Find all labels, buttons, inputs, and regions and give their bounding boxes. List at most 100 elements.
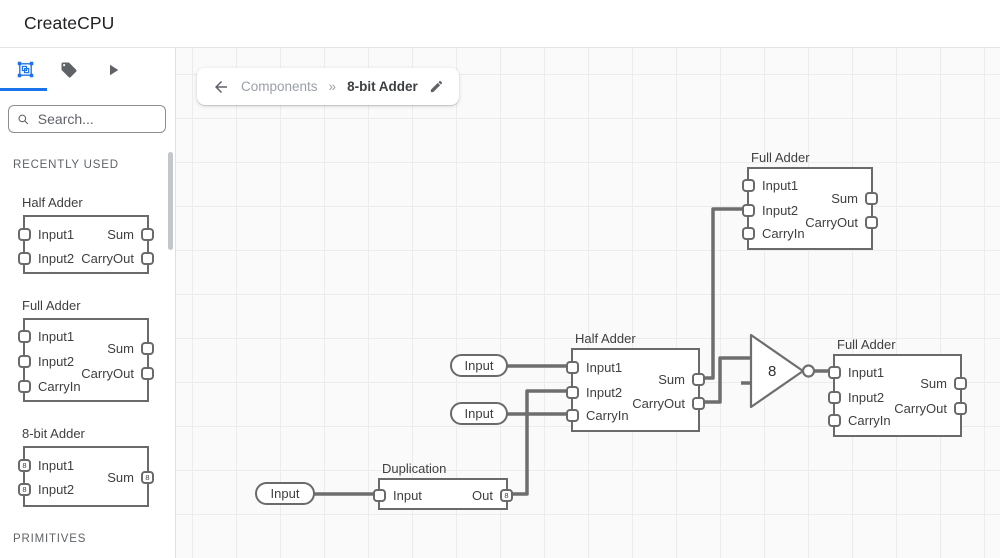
input-pill-label: Input xyxy=(270,486,300,501)
input-port[interactable] xyxy=(18,330,31,343)
breadcrumb-current: 8-bit Adder xyxy=(347,79,418,94)
palette-component-label: Half Adder xyxy=(22,195,83,210)
port-label: Sum xyxy=(658,372,685,387)
tab-components[interactable] xyxy=(3,49,47,91)
input-port[interactable] xyxy=(742,179,755,192)
bus-port[interactable]: 8 xyxy=(18,459,31,472)
port-label: Input1 xyxy=(38,329,75,344)
port-label: CarryOut xyxy=(632,396,685,411)
port-label: Input2 xyxy=(38,251,75,266)
app-title: CreateCPU xyxy=(24,13,115,33)
breadcrumb: Components » 8-bit Adder xyxy=(197,68,459,105)
output-port[interactable] xyxy=(865,216,878,229)
output-port[interactable] xyxy=(141,252,154,265)
tag-icon xyxy=(61,62,77,77)
port-label: CarryIn xyxy=(586,408,629,423)
gate-bubble xyxy=(801,364,816,378)
port-label: CarryIn xyxy=(762,226,805,241)
port-label: Input2 xyxy=(38,354,75,369)
tab-simulate[interactable] xyxy=(91,49,135,91)
port-label: CarryOut xyxy=(894,401,947,416)
input-port[interactable] xyxy=(566,386,579,399)
input-port[interactable] xyxy=(828,414,841,427)
input-pill-label: Input xyxy=(464,358,494,373)
palette-component-label: Full Adder xyxy=(22,298,81,313)
input-port[interactable] xyxy=(373,489,386,502)
output-port[interactable] xyxy=(141,367,154,380)
component-select-icon xyxy=(17,61,33,78)
wires-layer: 8 xyxy=(313,207,833,496)
search-input[interactable] xyxy=(37,111,157,127)
input-port[interactable] xyxy=(18,252,31,265)
bus-port[interactable]: 8 xyxy=(141,471,154,484)
input-port[interactable] xyxy=(742,204,755,217)
port-label: Sum xyxy=(107,470,134,485)
component-label: Full Adder xyxy=(751,150,810,165)
port-label: CarryIn xyxy=(38,379,81,394)
output-port[interactable] xyxy=(865,192,878,205)
output-port[interactable] xyxy=(141,342,154,355)
play-icon xyxy=(110,64,119,75)
section-primitives: PRIMITIVES xyxy=(13,533,87,545)
port-label: Sum xyxy=(920,376,947,391)
active-tab-underline xyxy=(0,88,47,91)
tab-tags[interactable] xyxy=(47,49,91,91)
input-pill[interactable]: Input xyxy=(450,402,508,425)
input-pill[interactable]: Input xyxy=(450,354,508,377)
component-label: Full Adder xyxy=(837,337,896,352)
output-port[interactable] xyxy=(692,373,705,386)
output-port[interactable] xyxy=(954,402,967,415)
input-port[interactable] xyxy=(18,355,31,368)
port-label: Sum xyxy=(107,341,134,356)
port-label: Input1 xyxy=(762,178,799,193)
input-pill-label: Input xyxy=(464,406,494,421)
output-port[interactable] xyxy=(954,377,967,390)
port-label: CarryOut xyxy=(81,366,134,381)
output-port[interactable] xyxy=(692,397,705,410)
input-port[interactable] xyxy=(742,227,755,240)
output-port[interactable] xyxy=(141,228,154,241)
port-label: Sum xyxy=(831,191,858,206)
port-label: CarryOut xyxy=(805,215,858,230)
breadcrumb-parent[interactable]: Components xyxy=(241,79,318,94)
port-label: Input1 xyxy=(38,227,75,242)
palette-component-label: 8-bit Adder xyxy=(22,426,85,441)
sidebar-scrollbar-thumb[interactable] xyxy=(168,152,173,250)
port-label: Input1 xyxy=(848,365,885,380)
port-label: Input2 xyxy=(762,203,799,218)
back-button[interactable] xyxy=(212,78,230,96)
bus-port[interactable]: 8 xyxy=(500,489,513,502)
wire[interactable] xyxy=(700,207,747,380)
component-label: Duplication xyxy=(382,461,447,476)
breadcrumb-separator: » xyxy=(328,79,337,94)
rename-button[interactable] xyxy=(429,79,444,94)
gate-triangle[interactable] xyxy=(749,333,805,409)
wire[interactable] xyxy=(700,356,751,404)
gate-label: 8 xyxy=(768,363,776,380)
component-palette-sidebar: RECENTLY USED Half AdderInput1Input2SumC… xyxy=(0,48,176,558)
input-port[interactable] xyxy=(566,361,579,374)
port-label: CarryOut xyxy=(81,251,134,266)
pencil-icon xyxy=(430,80,442,93)
wire[interactable] xyxy=(508,389,571,496)
input-port[interactable] xyxy=(828,391,841,404)
input-port[interactable] xyxy=(18,228,31,241)
port-label: Input2 xyxy=(38,482,75,497)
bus-port[interactable]: 8 xyxy=(18,483,31,496)
input-pill[interactable]: Input xyxy=(255,482,315,505)
input-port[interactable] xyxy=(18,380,31,393)
port-label: Input xyxy=(393,488,422,503)
search-box[interactable] xyxy=(8,105,166,133)
input-port[interactable] xyxy=(828,366,841,379)
input-port[interactable] xyxy=(566,409,579,422)
port-label: Input1 xyxy=(38,458,75,473)
